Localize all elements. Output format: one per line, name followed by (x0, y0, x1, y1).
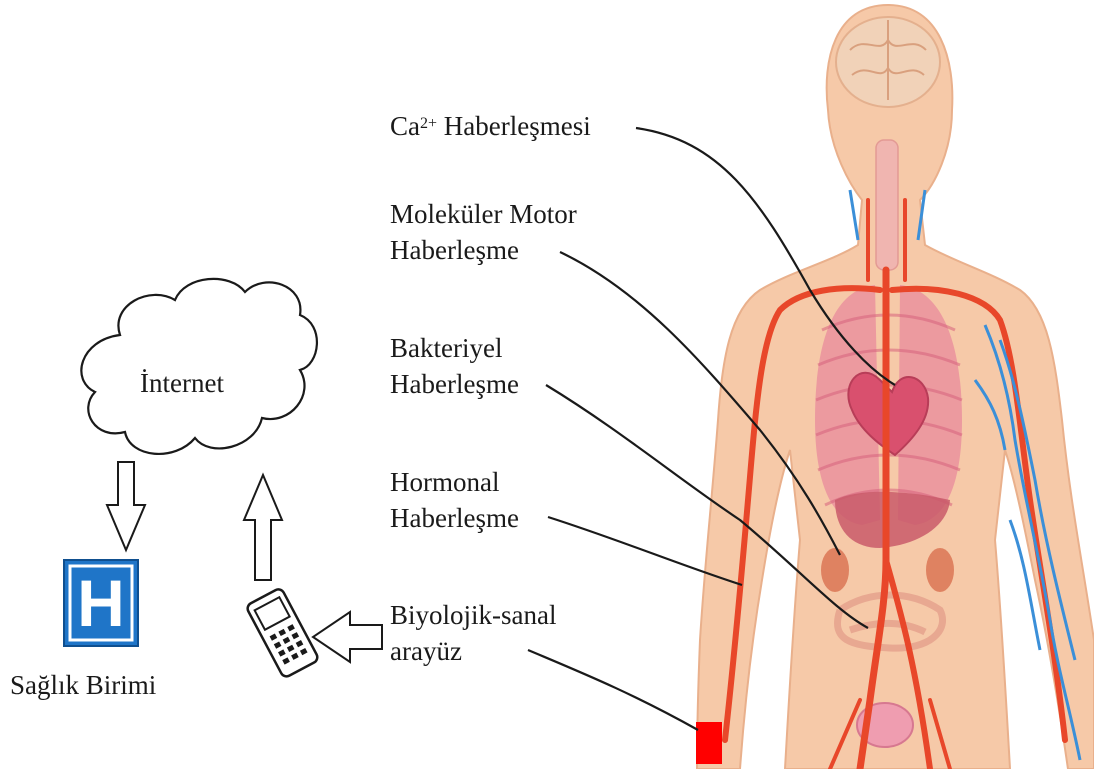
trachea (876, 140, 898, 270)
interface-to-phone-arrow (313, 612, 382, 662)
implant-marker (696, 722, 722, 764)
cloud-to-hospital-arrow (107, 462, 145, 550)
interface-line-1: Biyolojik-sanal (390, 597, 556, 633)
ca-superscript: 2+ (420, 115, 437, 132)
ca-rest: Haberleşmesi (437, 111, 591, 141)
label-bacterial: Bakteriyel Haberleşme (390, 330, 519, 402)
hormonal-line-1: Hormonal (390, 464, 519, 500)
phone-to-cloud-arrow (244, 475, 282, 580)
bacterial-line-2: Haberleşme (390, 366, 519, 402)
hospital-label: Sağlık Birimi (10, 670, 156, 701)
interface-line-2: arayüz (390, 633, 556, 669)
motor-line-1: Moleküler Motor (390, 196, 577, 232)
ca-base: Ca (390, 111, 420, 141)
label-ca-signaling: Ca2+ Haberleşmesi (390, 108, 591, 144)
left-kidney (821, 548, 849, 592)
right-kidney (926, 548, 954, 592)
cloud-label: İnternet (140, 368, 224, 399)
motor-line-2: Haberleşme (390, 232, 577, 268)
bacterial-line-1: Bakteriyel (390, 330, 519, 366)
hospital-glyph: H (64, 560, 138, 646)
label-molecular-motor: Moleküler Motor Haberleşme (390, 196, 577, 268)
label-hormonal: Hormonal Haberleşme (390, 464, 519, 536)
hormonal-line-2: Haberleşme (390, 500, 519, 536)
cloud-icon (81, 279, 317, 454)
human-body (696, 5, 1094, 769)
mobile-phone-icon (246, 587, 320, 678)
label-bio-virtual-interface: Biyolojik-sanal arayüz (390, 597, 556, 669)
